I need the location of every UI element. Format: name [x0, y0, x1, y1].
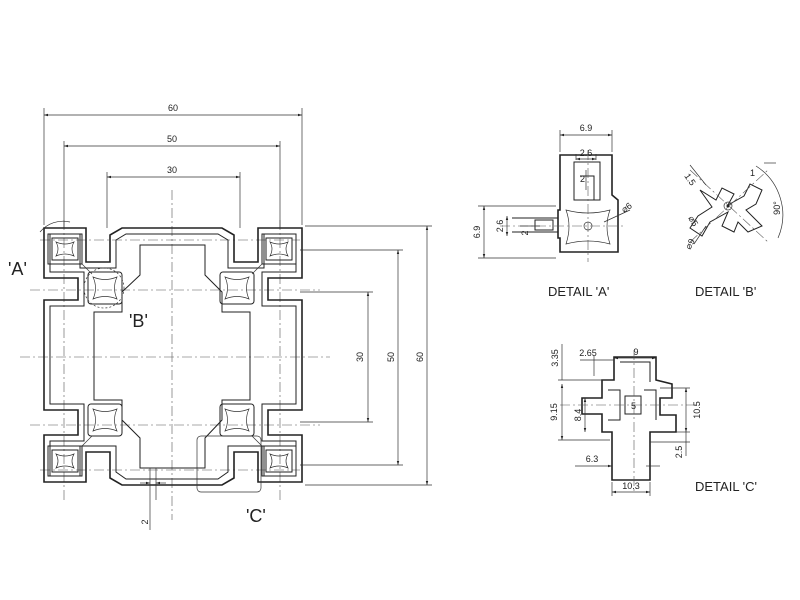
dim-text-bottom-2: 2 — [140, 519, 150, 524]
detail-c-dim-10-5: 10.5 — [692, 401, 702, 419]
detail-a-label: DETAIL 'A' — [548, 284, 609, 299]
corner-slot-top-left — [47, 233, 83, 265]
dim-text-right-30: 30 — [355, 352, 365, 362]
detail-c-view: 2.65 9 3.35 9.15 8.4 5 10.5 2.5 6.3 10. — [549, 344, 757, 496]
dim-text-50: 50 — [167, 134, 177, 144]
detail-b-cross-shape — [689, 183, 763, 237]
callout-box-c — [196, 435, 262, 493]
detail-b-dim-1: 1 — [750, 168, 755, 178]
detail-c-dim-6-3: 6.3 — [586, 454, 599, 464]
detail-b-dim-dia-9: ⌀9 — [683, 237, 697, 251]
dimension-top-50: 50 — [63, 134, 281, 228]
profile-inner-outline — [49, 233, 297, 480]
corner-slot-bottom-right — [261, 445, 297, 477]
detail-b-angle-arc — [755, 165, 784, 239]
detail-c-dim-9-15: 9.15 — [549, 403, 559, 421]
detail-a-dim-dia-6: ⌀6 — [619, 200, 633, 214]
detail-b-center-hole — [723, 201, 733, 211]
detail-a-dim-2-6-top: 2.6 — [580, 148, 593, 158]
inner-core-lower-right — [219, 403, 255, 437]
dimension-right-60: 60 — [305, 225, 432, 486]
corner-slot-bottom-left — [47, 445, 83, 477]
dimension-top-30: 30 — [106, 165, 241, 228]
callout-label-a: 'A' — [8, 259, 27, 279]
detail-b-dim-1-5: 1.5 — [682, 171, 697, 187]
detail-c-dim-2-65: 2.65 — [579, 348, 597, 358]
corner-slot-top-right — [261, 233, 297, 265]
detail-c-dim-2-5: 2.5 — [674, 446, 684, 459]
dim-text-30: 30 — [167, 165, 177, 175]
inner-core-upper-right — [219, 271, 255, 305]
dim-text-right-50: 50 — [386, 352, 396, 362]
detail-b-dim-dia-5: ⌀5 — [686, 214, 700, 228]
detail-a-dim-2-top: 2 — [580, 174, 585, 184]
detail-c-dim-3-35: 3.35 — [550, 349, 560, 367]
profile-outline — [43, 227, 303, 486]
detail-c-dim-9: 9 — [633, 347, 638, 357]
callout-label-b: 'B' — [129, 311, 148, 331]
detail-b-label: DETAIL 'B' — [695, 284, 756, 299]
detail-c-dim-5: 5 — [631, 401, 636, 411]
callout-label-c: 'C' — [246, 506, 266, 526]
inner-core-lower-left — [87, 403, 123, 437]
dimension-top-60: 60 — [43, 103, 303, 225]
detail-c-profile — [581, 356, 677, 481]
dimension-right-30: 30 — [300, 291, 373, 423]
diagonal-webs — [81, 263, 263, 447]
detail-b-view: 90° 1.5 1 ⌀5 ⌀9 DETAIL 'B' — [682, 162, 784, 299]
detail-a-dim-2-6-side: 2.6 — [495, 220, 505, 233]
detail-a-dim-6-9-side: 6.9 — [472, 226, 482, 239]
dim-text-60: 60 — [168, 103, 178, 113]
inner-core-upper-left — [87, 271, 123, 305]
detail-c-dim-10-3: 10.3 — [622, 481, 640, 491]
callout-circle-b — [83, 267, 125, 309]
detail-b-dim-90: 90° — [772, 201, 782, 215]
detail-a-dim-2-side: 2 — [520, 230, 530, 235]
detail-a-profile — [557, 154, 619, 253]
detail-a-view: 6.9 2.6 2 6.9 2.6 2 ⌀6 DETAIL 'A' — [472, 123, 634, 299]
dim-text-right-60: 60 — [415, 352, 425, 362]
detail-a-dim-6-9-top: 6.9 — [580, 123, 593, 133]
dimension-bottom-2: 2 — [140, 468, 166, 530]
callout-circle-a — [39, 220, 71, 233]
main-profile-view: 60 50 30 60 50 — [8, 103, 432, 530]
central-cavity — [93, 244, 251, 469]
dimension-right-50: 50 — [300, 249, 403, 466]
detail-c-dim-8-4: 8.4 — [573, 409, 583, 422]
detail-c-label: DETAIL 'C' — [695, 479, 757, 494]
